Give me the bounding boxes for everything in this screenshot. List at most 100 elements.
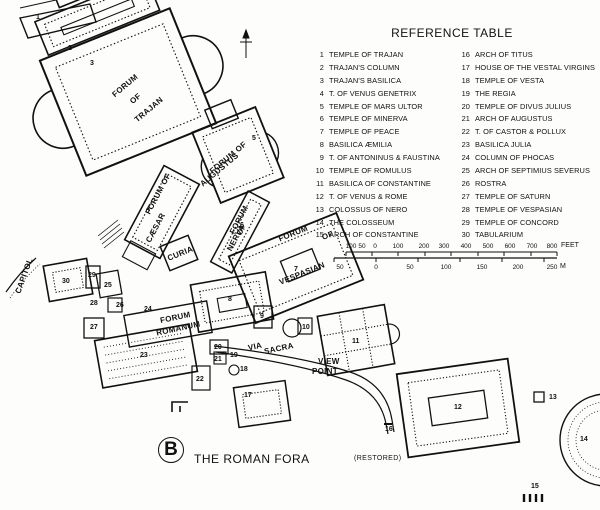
scale-feet-tick: 700 [526, 243, 538, 250]
reference-entry: 28 TEMPLE OF VESPASIAN [452, 203, 596, 216]
reference-name: ARCH OF TITUS [475, 49, 533, 59]
reference-name: T. OF VENUS GENETRIX [329, 88, 417, 98]
reference-entry: 24 COLUMN OF PHOCAS [452, 151, 596, 164]
reference-entry: 13 COLOSSUS OF NERO [306, 203, 446, 216]
scale-meter-tick: 150 [476, 264, 488, 271]
reference-name: TEMPLE OF VESPASIAN [475, 204, 563, 214]
reference-name: TEMPLE OF PEACE [329, 127, 400, 137]
reference-number: 7 [319, 127, 324, 137]
plan-number-30: 30 [62, 278, 70, 285]
plan-number-3: 3 [90, 60, 94, 67]
plan-number-21: 21 [214, 356, 222, 363]
reference-entry: 6 TEMPLE OF MINERVA [306, 112, 446, 125]
scale-feet-tick: 800 [546, 243, 558, 250]
reference-number: 12 [315, 191, 324, 201]
reference-number: 8 [319, 140, 324, 150]
plan-number-2: 2 [68, 45, 72, 52]
reference-number: 15 [315, 230, 324, 240]
plan-number-14: 14 [580, 436, 588, 443]
plan-number-5: 5 [252, 135, 256, 142]
reference-entry: 18 TEMPLE OF VESTA [452, 74, 596, 87]
reference-name: T. OF CASTOR & POLLUX [475, 127, 567, 137]
reference-number: 17 [461, 62, 470, 72]
reference-name: ROSTRA [475, 178, 507, 188]
reference-name: TEMPLE OF MINERVA [329, 114, 408, 124]
reference-name: TEMPLE OF VESTA [475, 75, 545, 85]
reference-entry: 19 THE REGIA [452, 87, 596, 100]
plan-number-11: 11 [352, 338, 360, 345]
plan-number-25: 25 [104, 282, 112, 289]
scale-meter-tick: 50 [406, 264, 414, 271]
scale-meter-tick: 250 [546, 264, 558, 271]
label-view-point-1: VIEW [318, 357, 340, 366]
reference-name: T. OF ANTONINUS & FAUSTINA [329, 153, 440, 163]
map-title: THE ROMAN FORA [194, 452, 310, 466]
reference-number: 30 [461, 230, 470, 240]
plan-number-27: 27 [90, 324, 98, 331]
reference-name: THE REGIA [475, 88, 516, 98]
reference-name: TABULARIUM [475, 230, 524, 240]
reference-entry: 12 T. OF VENUS & ROME [306, 190, 446, 203]
reference-number: 11 [316, 178, 324, 188]
scale-meter-tick: 50 [336, 264, 344, 271]
plan-number-19: 19 [230, 352, 238, 359]
plan-number-7: 7 [294, 266, 298, 273]
scale-meter-tick: 200 [512, 264, 524, 271]
reference-number: 13 [315, 204, 324, 214]
reference-name: TEMPLE OF SATURN [475, 191, 551, 201]
map-letter-badge: B [158, 437, 184, 463]
reference-name: TEMPLE OF TRAJAN [329, 49, 404, 59]
plan-number-20: 20 [214, 344, 222, 351]
reference-number: 23 [461, 140, 470, 150]
scale-feet-tick: 200 [418, 243, 430, 250]
reference-name: ARCH OF SEPTIMIUS SEVERUS [475, 165, 591, 175]
reference-name: TEMPLE OF MARS ULTOR [329, 101, 423, 111]
reference-number: 29 [461, 217, 470, 227]
scale-meter-tick: 100 [440, 264, 452, 271]
reference-table-title: REFERENCE TABLE [391, 26, 513, 40]
plan-number-6: 6 [240, 222, 244, 229]
reference-number: 19 [461, 88, 470, 98]
map-subtitle: (RESTORED) [354, 455, 402, 462]
scale-feet-tick: 400 [460, 243, 472, 250]
plan-number-1: 1 [36, 14, 40, 21]
reference-number: 24 [461, 153, 470, 163]
reference-number: 25 [461, 165, 470, 175]
reference-number: 18 [461, 75, 470, 85]
reference-name: T. OF VENUS & ROME [329, 191, 408, 201]
reference-number: 14 [315, 217, 324, 227]
reference-entry: 8 BASILICA ÆMILIA [306, 138, 446, 151]
plan-number-28: 28 [90, 300, 98, 307]
plan-number-24: 24 [144, 306, 152, 313]
scale-feet-tick: 100 [345, 243, 357, 250]
label-view-point-2: POINT [312, 367, 338, 376]
plan-number-13: 13 [549, 394, 557, 401]
scale-feet-tick: 500 [482, 243, 494, 250]
reference-number: 28 [461, 204, 470, 214]
reference-name: COLOSSUS OF NERO [329, 204, 408, 214]
plan-number-26: 26 [116, 302, 124, 309]
reference-name: BASILICA ÆMILIA [329, 140, 393, 150]
reference-entry: 1 TEMPLE OF TRAJAN [306, 48, 446, 61]
reference-name: BASILICA JULIA [475, 140, 532, 150]
reference-number: 5 [319, 101, 324, 111]
reference-number: 6 [319, 114, 324, 124]
reference-number: 1 [319, 49, 324, 59]
plan-number-8: 8 [228, 296, 232, 303]
plan-number-16: 16 [385, 426, 393, 433]
reference-name: COLUMN OF PHOCAS [475, 153, 555, 163]
